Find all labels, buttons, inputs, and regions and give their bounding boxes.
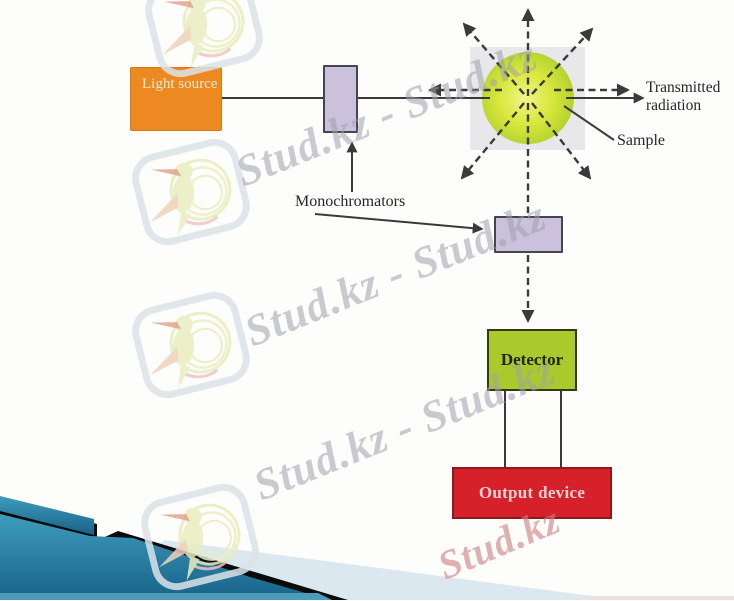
output-device-label: Output device bbox=[478, 483, 586, 502]
watermark-text: Stud.kz - Stud.kz bbox=[228, 30, 545, 197]
scattered-radiation-arrows bbox=[428, 8, 630, 323]
monochromator2-pointer-arrow bbox=[314, 213, 484, 234]
pointer-arrows bbox=[314, 105, 615, 467]
monochromators-label: Monochromators bbox=[295, 193, 406, 210]
monochromator-1-box bbox=[323, 65, 358, 133]
monochromator-2-box bbox=[494, 216, 563, 253]
sample-cell bbox=[470, 47, 585, 150]
sample-pointer-line bbox=[563, 105, 615, 141]
light-source-label: Light source bbox=[142, 76, 218, 92]
light-source-box: Light source bbox=[130, 67, 222, 131]
transmitted-radiation-label: Transmitted radiation bbox=[646, 79, 721, 115]
stud-kz-bird-logo-icon bbox=[121, 281, 260, 409]
output-device-box: Output device bbox=[452, 467, 612, 519]
detector-box: Detector bbox=[487, 329, 577, 391]
stud-kz-bird-logo-icon bbox=[121, 128, 260, 256]
detector-label: Detector bbox=[500, 350, 564, 369]
stud-kz-bird-logo-icon bbox=[130, 473, 269, 601]
corner-decoration bbox=[0, 496, 734, 600]
sample-label: Sample bbox=[617, 132, 665, 149]
